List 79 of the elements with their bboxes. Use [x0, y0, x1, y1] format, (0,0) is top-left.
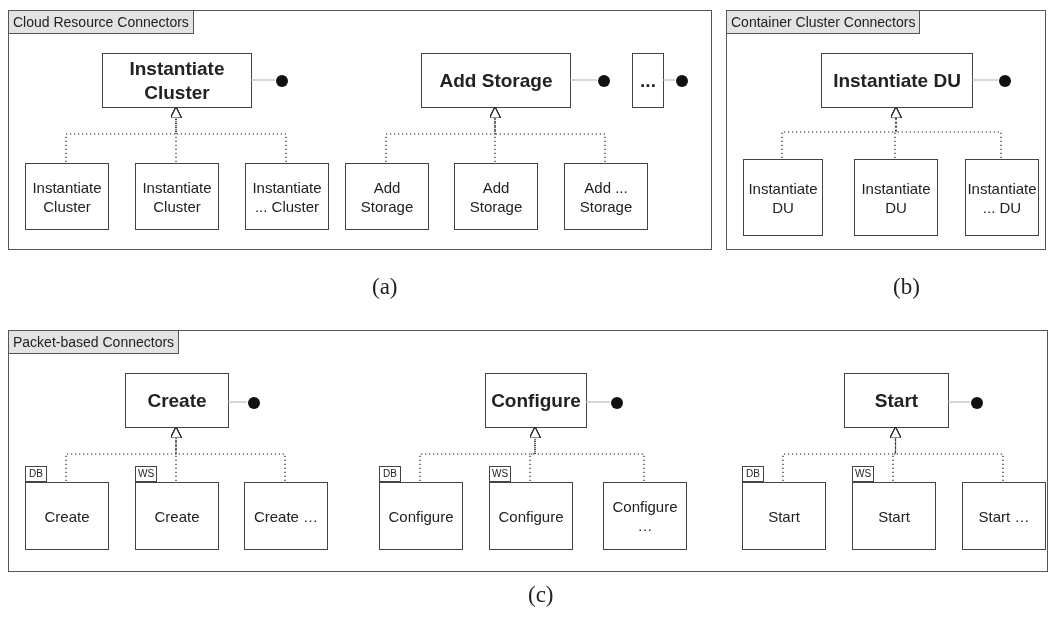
panel-caption: (b)	[893, 274, 920, 300]
interface-dot	[971, 397, 983, 409]
interface-dot	[276, 75, 288, 87]
connector-box	[965, 159, 1039, 236]
box-label: Instantiate DU	[860, 178, 932, 217]
stereotype-tag: DB	[742, 466, 764, 482]
connector-box	[345, 163, 429, 230]
connector-box	[454, 163, 538, 230]
box-label: Start	[768, 506, 800, 526]
panel-caption: (a)	[372, 274, 398, 300]
interface-dot	[248, 397, 260, 409]
box-label: Create	[44, 506, 90, 526]
group-frame	[8, 330, 1048, 572]
connector-box	[962, 482, 1046, 550]
interface-box	[102, 53, 252, 108]
box-label: Configure	[491, 388, 581, 413]
group-title: Cloud Resource Connectors	[8, 10, 194, 34]
interface-box	[632, 53, 664, 108]
box-label: Instantiate Cluster	[141, 177, 213, 216]
stereotype-tag: DB	[25, 466, 47, 482]
box-label: Start	[874, 388, 919, 413]
interface-dot	[598, 75, 610, 87]
interface-line	[662, 79, 676, 81]
interface-box	[844, 373, 949, 428]
interface-line	[971, 79, 999, 81]
stereotype-tag: WS	[489, 466, 511, 482]
group-frame	[8, 10, 712, 250]
box-label: Start …	[978, 506, 1030, 526]
box-label: Instantiate DU	[833, 68, 961, 93]
connector-box	[854, 159, 938, 236]
box-label: Add Storage	[359, 177, 415, 216]
realization-arrow	[889, 426, 1004, 482]
box-label: Add ... Storage	[578, 177, 634, 216]
group-title: Packet-based Connectors	[8, 330, 180, 354]
interface-line	[585, 401, 611, 403]
box-label: Add Storage	[468, 177, 524, 216]
stereotype-tag: WS	[135, 466, 157, 482]
stereotype-tag: WS	[852, 466, 874, 482]
realization-arrow	[528, 426, 645, 482]
box-label: Add Storage	[439, 68, 553, 93]
box-label: Instantiate Cluster	[128, 56, 226, 105]
box-label: Create …	[253, 506, 319, 526]
interface-dot	[676, 75, 688, 87]
interface-line	[250, 79, 276, 81]
interface-box	[485, 373, 587, 428]
realization-arrow	[169, 426, 286, 482]
group-title: Container Cluster Connectors	[726, 10, 921, 34]
box-label: Instantiate Cluster	[31, 177, 103, 216]
connector-box	[564, 163, 648, 230]
connector-box	[603, 482, 687, 550]
interface-box	[125, 373, 229, 428]
box-label: ...	[640, 68, 656, 93]
box-label: Configure …	[611, 497, 679, 535]
box-label: Instantiate DU	[747, 178, 819, 217]
connector-box	[245, 163, 329, 230]
stereotype-tag: DB	[379, 466, 401, 482]
connector-box	[135, 163, 219, 230]
box-label: Instantiate ... DU	[966, 178, 1038, 217]
interface-box	[421, 53, 571, 108]
box-label: Instantiate ... Cluster	[251, 177, 323, 216]
box-label: Start	[878, 506, 910, 526]
box-label: Create	[147, 388, 207, 413]
connector-box	[244, 482, 328, 550]
realization-arrow	[488, 106, 606, 163]
realization-arrow	[889, 106, 1002, 159]
realization-arrow	[169, 106, 287, 163]
interface-line	[569, 79, 598, 81]
interface-box	[821, 53, 973, 108]
interface-dot	[999, 75, 1011, 87]
box-label: Configure	[498, 506, 564, 526]
group-frame	[726, 10, 1046, 250]
panel-caption: (c)	[528, 582, 554, 608]
connector-box	[743, 159, 823, 236]
interface-line	[227, 401, 248, 403]
connector-box	[25, 163, 109, 230]
box-label: Create	[154, 506, 200, 526]
interface-line	[947, 401, 971, 403]
interface-dot	[611, 397, 623, 409]
box-label: Configure	[388, 506, 454, 526]
